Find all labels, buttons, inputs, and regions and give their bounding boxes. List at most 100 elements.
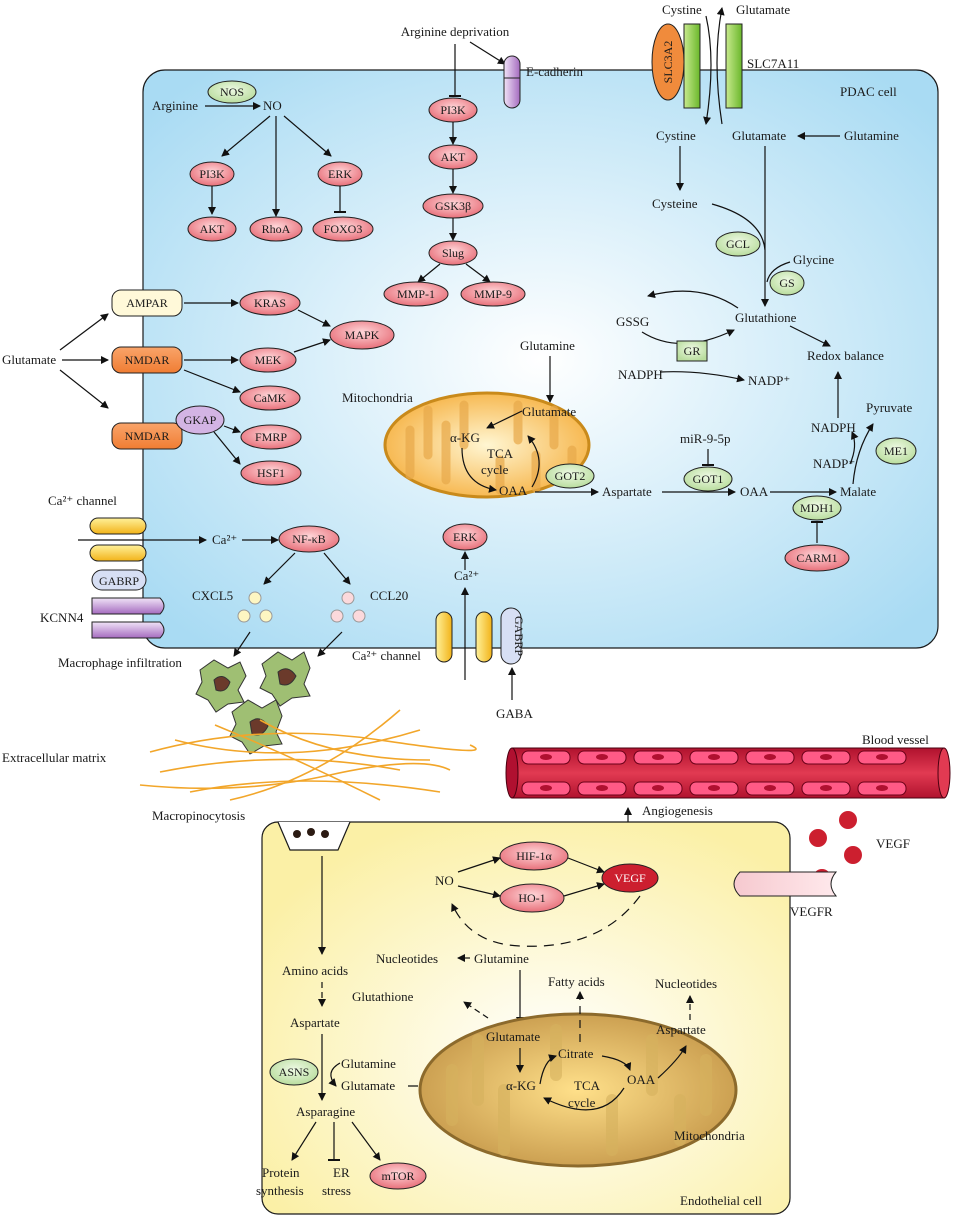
pdac-cell-label: PDAC cell bbox=[840, 84, 897, 99]
endothelial-cell-label: Endothelial cell bbox=[680, 1193, 762, 1208]
got1-label: GOT1 bbox=[693, 472, 724, 486]
gr-label: GR bbox=[684, 344, 701, 358]
akt-mid-label: AKT bbox=[441, 150, 466, 164]
e-cadherin-label: E-cadherin bbox=[526, 64, 584, 79]
nos-label: NOS bbox=[220, 85, 244, 99]
erk-mid-label: ERK bbox=[453, 530, 477, 544]
gcl-node bbox=[715, 231, 761, 257]
aspartate-right-label: Aspartate bbox=[656, 1022, 706, 1037]
nfkb-label: NF-κB bbox=[292, 532, 325, 546]
me1-node bbox=[875, 437, 917, 465]
mitochondria-endo-label: Mitochondria bbox=[674, 1128, 745, 1143]
nadp-plus-mid-label: NADP⁺ bbox=[748, 373, 790, 388]
ca2-left-label: Ca²⁺ bbox=[212, 532, 237, 547]
asparagine-label: Asparagine bbox=[296, 1104, 355, 1119]
cycle-label: cycle bbox=[481, 462, 509, 477]
blood-vessel-icon bbox=[505, 747, 951, 799]
macrophage-label: Macrophage infiltration bbox=[58, 655, 182, 670]
fatty-acids-label: Fatty acids bbox=[548, 974, 605, 989]
e-cadherin-receptor bbox=[503, 55, 521, 109]
carm1-label: CARM1 bbox=[796, 551, 837, 565]
glutamate-side-label: Glutamate bbox=[341, 1078, 395, 1093]
me1-label: ME1 bbox=[884, 444, 908, 458]
asns-label: ASNS bbox=[279, 1065, 310, 1079]
camk-label: CaMK bbox=[254, 391, 287, 405]
ho1-label: HO-1 bbox=[518, 891, 545, 905]
aspartate-label: Aspartate bbox=[602, 484, 652, 499]
ecm-fibers bbox=[139, 709, 477, 801]
akt-left-label: AKT bbox=[200, 222, 225, 236]
fmrp-label: FMRP bbox=[255, 430, 287, 444]
gr-node bbox=[676, 340, 708, 362]
ion-channel-mid-icon bbox=[435, 611, 493, 663]
nadph-left-label: NADPH bbox=[618, 367, 663, 382]
foxo3-label: FOXO3 bbox=[324, 222, 363, 236]
ca-channel-left-label: Ca²⁺ channel bbox=[48, 493, 117, 508]
camk-node bbox=[239, 385, 301, 411]
nucleotides-right-label: Nucleotides bbox=[655, 976, 717, 991]
ecm-label: Extracellular matrix bbox=[2, 750, 107, 765]
slc3a2-label: SLC3A2 bbox=[661, 41, 675, 84]
gabrp-mid-receptor bbox=[500, 607, 522, 665]
no-endo-label: NO bbox=[435, 873, 454, 888]
ca2-mid-label: Ca²⁺ bbox=[454, 568, 479, 583]
akt-left-node bbox=[187, 216, 237, 242]
glutamine-mito-label: Glutamine bbox=[520, 338, 575, 353]
vegf-out-label: VEGF bbox=[876, 836, 910, 851]
akg-label: α-KG bbox=[450, 430, 480, 445]
ccl20-vesicles bbox=[330, 591, 366, 623]
nadp-plus-right-label: NADP⁺ bbox=[813, 456, 855, 471]
arginine-deprivation-label: Arginine deprivation bbox=[401, 24, 510, 39]
fmrp-node bbox=[240, 424, 302, 450]
slug-label: Slug bbox=[442, 246, 464, 260]
glutamine-top-label: Glutamine bbox=[474, 951, 529, 966]
mmp1-label: MMP-1 bbox=[397, 287, 435, 301]
aspartate-left-label: Aspartate bbox=[290, 1015, 340, 1030]
got2-node bbox=[545, 463, 595, 489]
hsf1-node bbox=[240, 460, 302, 486]
cycle-endo-label: cycle bbox=[568, 1095, 596, 1110]
foxo3-node bbox=[312, 216, 374, 242]
mitochondria-endo-icon bbox=[418, 1012, 738, 1168]
stress-label: stress bbox=[322, 1183, 351, 1198]
cysteine-label: Cysteine bbox=[652, 196, 698, 211]
cxcl5-label: CXCL5 bbox=[192, 588, 233, 603]
ca-channel-mid-label: Ca²⁺ channel bbox=[352, 648, 421, 663]
erk-top-label: ERK bbox=[328, 167, 352, 181]
gaba-label: GABA bbox=[496, 706, 533, 721]
nmdar-receptor-2 bbox=[111, 422, 183, 450]
macrophage-icon bbox=[195, 651, 311, 755]
glycine-label: Glycine bbox=[793, 252, 834, 267]
glutamate-out-label: Glutamate bbox=[736, 2, 790, 17]
oaa-cyt-label: OAA bbox=[740, 484, 769, 499]
gabrp-mid-label: GABRP bbox=[512, 616, 526, 656]
kras-node bbox=[239, 290, 301, 316]
ampar-label: AMPAR bbox=[126, 296, 168, 310]
glutamate-mito-label: Glutamate bbox=[522, 404, 576, 419]
akg-endo-label: α-KG bbox=[506, 1078, 536, 1093]
gs-node bbox=[769, 270, 805, 296]
mmp9-label: MMP-9 bbox=[474, 287, 512, 301]
malate-label: Malate bbox=[840, 484, 876, 499]
mek-label: MEK bbox=[255, 353, 282, 367]
hif1a-node bbox=[499, 841, 569, 871]
mapk-node bbox=[329, 320, 395, 350]
glutamine-side-label: Glutamine bbox=[341, 1056, 396, 1071]
mapk-label: MAPK bbox=[345, 328, 380, 342]
mitochondria-pdac-label: Mitochondria bbox=[342, 390, 413, 405]
hsf1-label: HSF1 bbox=[257, 466, 285, 480]
nfkb-node bbox=[278, 525, 340, 553]
amino-acids-label: Amino acids bbox=[282, 963, 348, 978]
vegfr-label: VEGFR bbox=[790, 904, 833, 919]
vesicle-icon bbox=[277, 821, 351, 851]
vegf-endo-label: VEGF bbox=[614, 871, 646, 885]
protein-label: Protein bbox=[262, 1165, 300, 1180]
kras-label: KRAS bbox=[254, 296, 286, 310]
blood-vessel-label: Blood vessel bbox=[862, 732, 929, 747]
macropinocytosis-label: Macropinocytosis bbox=[152, 808, 245, 823]
gs-label: GS bbox=[779, 276, 794, 290]
nmdar-receptor-1 bbox=[111, 346, 183, 374]
mek-node bbox=[239, 347, 297, 373]
oaa-endo-label: OAA bbox=[627, 1072, 656, 1087]
